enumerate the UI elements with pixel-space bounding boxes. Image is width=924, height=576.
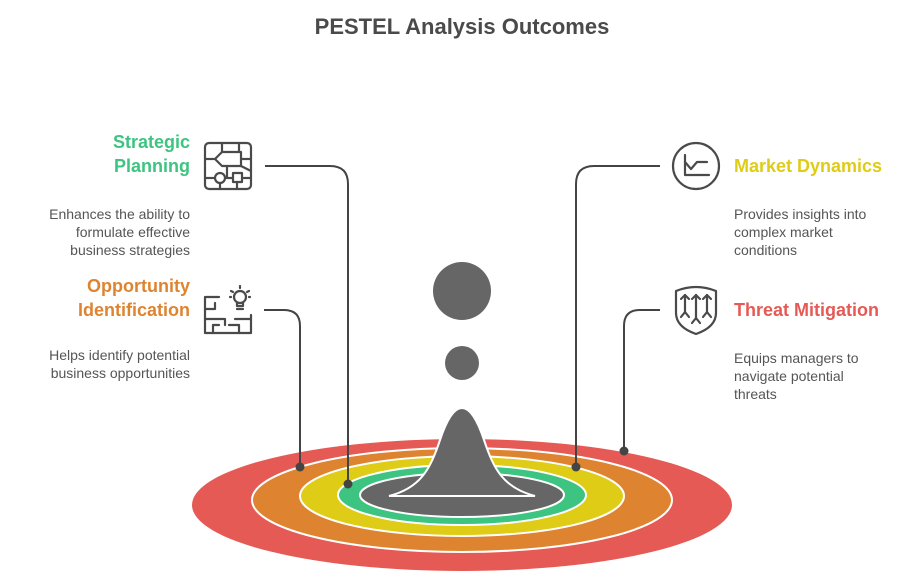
description-line: Equips managers to xyxy=(734,350,859,366)
description-line: business strategies xyxy=(70,242,190,258)
drop-small xyxy=(445,346,479,380)
heading-line: Market Dynamics xyxy=(734,156,883,176)
heading-line: Strategic xyxy=(112,132,190,152)
splash-peak xyxy=(388,406,536,497)
description-line: navigate potential xyxy=(734,368,844,384)
connector-dot-red xyxy=(619,446,629,456)
description-line: Enhances the ability to xyxy=(49,206,190,222)
connector-opportunity-identification xyxy=(264,309,301,467)
description-line: complex market xyxy=(734,224,833,240)
connector-dot-green xyxy=(343,479,353,489)
description-line: business opportunities xyxy=(50,365,190,381)
description-line: Helps identify potential xyxy=(49,347,190,363)
connector-strategic-planning xyxy=(265,165,349,484)
connector-dot-yellow xyxy=(571,462,581,472)
maze-lightbulb-icon xyxy=(203,285,253,335)
shield-arrows-icon xyxy=(674,285,718,335)
heading-line: Opportunity xyxy=(87,276,190,296)
connector-threat-mitigation xyxy=(623,309,660,451)
flowchart-icon xyxy=(203,141,253,191)
strategic-planning-description: Enhances the ability to formulate effect… xyxy=(10,205,190,259)
heading-line: Identification xyxy=(78,300,190,320)
opportunity-identification-description: Helps identify potential business opport… xyxy=(10,346,190,382)
page-title: PESTEL Analysis Outcomes xyxy=(314,14,610,39)
drop-large xyxy=(433,262,491,320)
market-dynamics-description: Provides insights into complex market co… xyxy=(734,205,914,259)
heading-line: Planning xyxy=(114,156,190,176)
description-line: formulate effective xyxy=(75,224,190,240)
connector-dot-orange xyxy=(295,462,305,472)
description-line: threats xyxy=(734,386,777,402)
connector-market-dynamics xyxy=(575,165,660,467)
threat-mitigation-description: Equips managers to navigate potential th… xyxy=(734,349,914,403)
description-line: conditions xyxy=(734,242,798,258)
opportunity-identification-heading: Opportunity Identification xyxy=(40,274,190,322)
heading-line: Threat Mitigation xyxy=(734,300,879,320)
line-chart-icon xyxy=(671,141,721,191)
strategic-planning-heading: Strategic Planning xyxy=(60,130,190,178)
description-line: Provides insights into xyxy=(734,206,867,222)
market-dynamics-heading: Market Dynamics xyxy=(734,154,914,178)
threat-mitigation-heading: Threat Mitigation xyxy=(734,298,914,322)
